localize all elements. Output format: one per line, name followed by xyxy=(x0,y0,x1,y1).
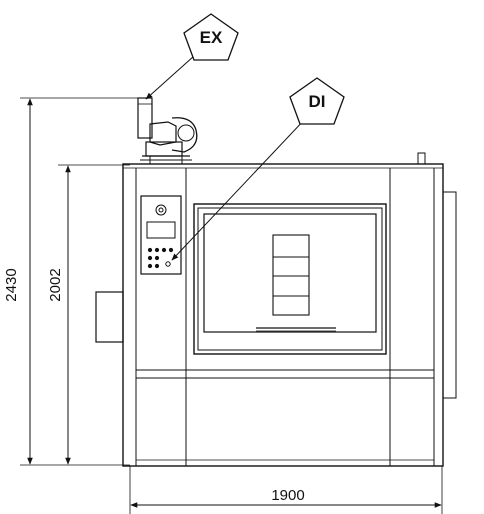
callout-label-display: DI xyxy=(309,92,326,111)
dimension-label-width: 1900 xyxy=(271,487,304,504)
loading-door xyxy=(193,203,387,355)
dimension-body-height: 2002 xyxy=(47,164,130,465)
dimension-label-total-height: 2430 xyxy=(3,268,20,301)
control-panel xyxy=(140,195,182,275)
dimension-total-height: 2430 xyxy=(3,97,138,466)
dimension-width: 1900 xyxy=(129,466,443,514)
exhaust-assembly xyxy=(137,97,198,164)
dimension-label-body-height: 2002 xyxy=(47,268,64,301)
callout-label-exhaust: EX xyxy=(200,28,223,47)
machine-body xyxy=(95,152,457,467)
callout-display: DI xyxy=(171,77,345,261)
callout-exhaust: EX xyxy=(145,13,239,100)
